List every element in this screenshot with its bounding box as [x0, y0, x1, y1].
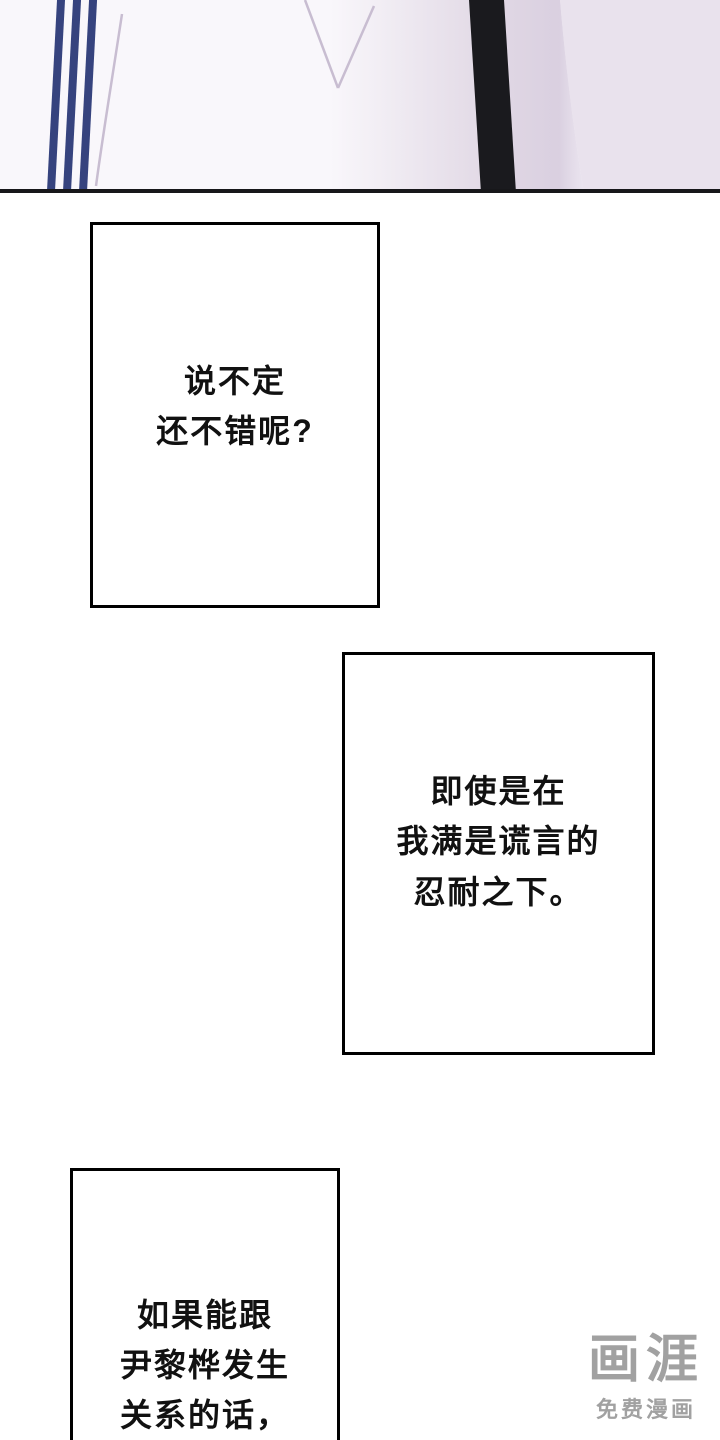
caption-line: 如果能跟 — [136, 1296, 273, 1333]
caption-line: 说不定 — [183, 362, 286, 399]
character-illustration — [0, 0, 720, 193]
site-watermark: 画涯 免费漫画 — [588, 1333, 704, 1424]
caption-box-2: 即使是在 我满是谎言的 忍耐之下。 — [342, 652, 655, 1055]
shoulder-strap — [469, 0, 516, 193]
sleeve-stripe — [61, 0, 83, 193]
watermark-subtitle: 免费漫画 — [595, 1397, 696, 1422]
sleeve-stripes — [45, 0, 99, 193]
caption-line: 还不错呢? — [156, 413, 314, 449]
caption-box-3: 如果能跟 尹黎桦发生 关系的话， — [70, 1168, 340, 1440]
caption-line: 尹黎桦发生 — [119, 1346, 290, 1383]
caption-box-1: 说不定 还不错呢? — [90, 222, 380, 608]
panel-border-line — [0, 189, 720, 193]
caption-line: 我满是谎言的 — [396, 823, 601, 860]
caption-line: 忍耐之下。 — [413, 873, 584, 910]
caption-line: 关系的话， — [119, 1397, 290, 1434]
sleeve-stripe — [77, 0, 99, 193]
collar-line — [94, 0, 376, 187]
illustration-canvas — [0, 0, 720, 193]
caption-line: 即使是在 — [430, 773, 567, 810]
sleeve-stripe — [45, 0, 67, 193]
huaya-logo: 画涯 — [587, 1331, 704, 1390]
shirt-shadow — [330, 0, 584, 193]
